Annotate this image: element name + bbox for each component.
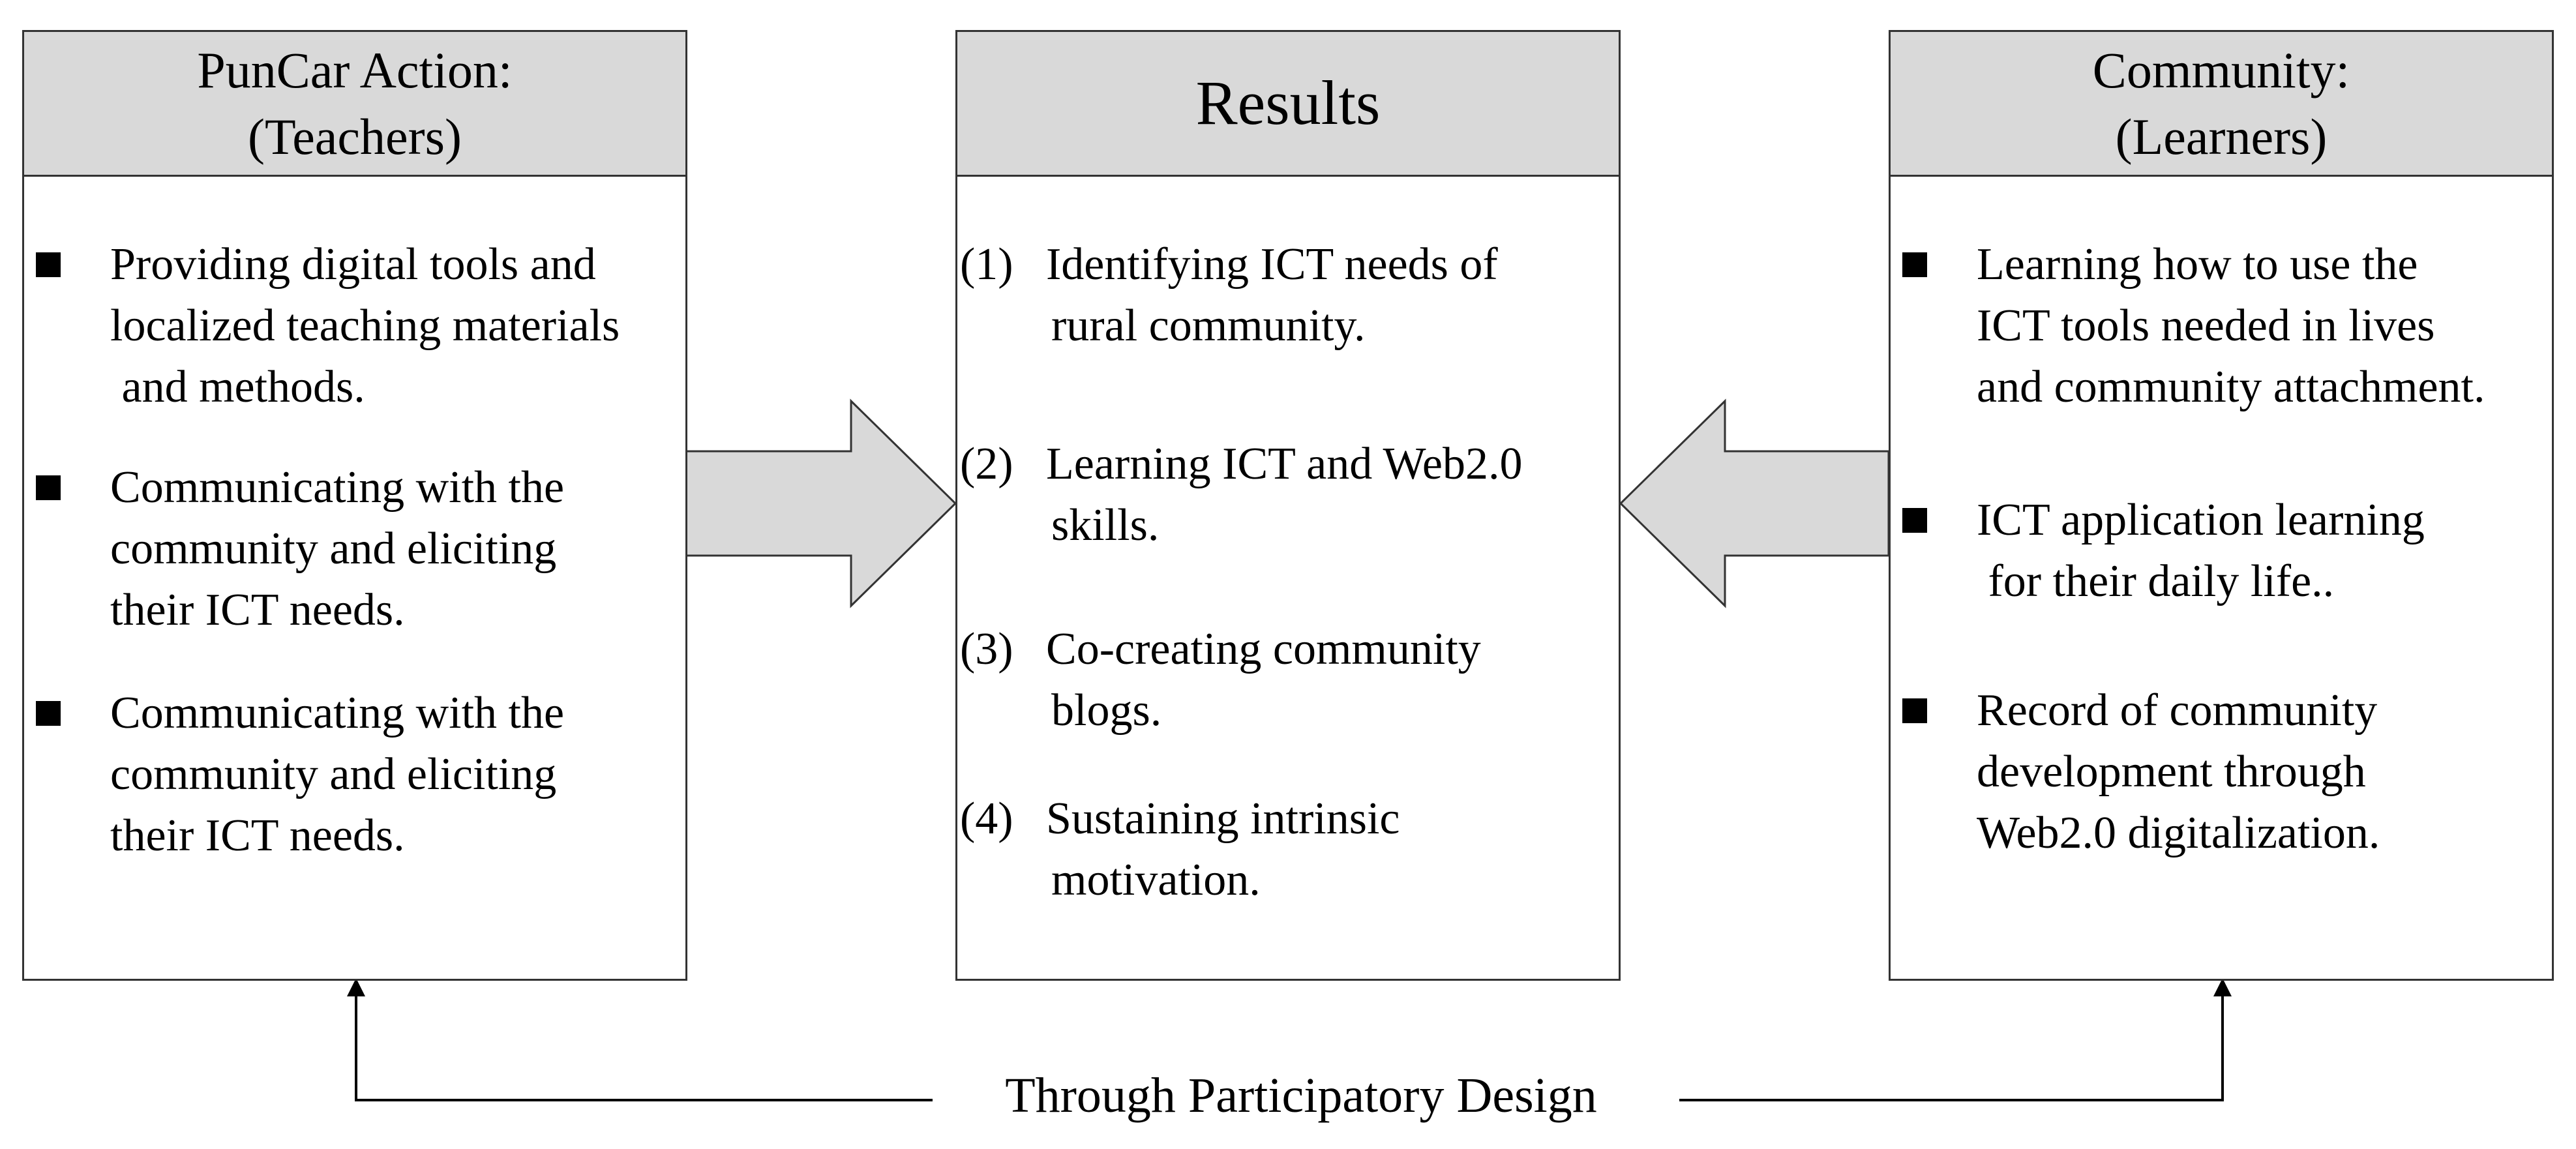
- feedback-line-left: [355, 991, 933, 1101]
- results-box: Results (1) Identifying ICT needs of rur…: [955, 30, 1621, 981]
- arrow-left-to-results: [685, 398, 957, 608]
- results-number-1: (1): [960, 239, 1013, 290]
- results-item-4: Sustaining intrinsic motivation.: [1046, 794, 1400, 905]
- feedback-line-right: [1679, 991, 2224, 1101]
- arrowhead-up-left: [347, 978, 365, 996]
- results-item-1: Identifying ICT needs of rural community…: [1046, 239, 1498, 351]
- participatory-design-caption: Through Participatory Design: [933, 1063, 1670, 1128]
- learners-item-2: ICT application learning for their daily…: [1977, 495, 2425, 606]
- learners-box-header: Community: (Learners): [1891, 32, 2552, 177]
- results-number-3: (3): [960, 624, 1013, 674]
- results-title: Results: [1195, 68, 1381, 138]
- learners-item-3: Record of community development through …: [1977, 685, 2380, 858]
- bullet-icon: [1902, 252, 1927, 277]
- learners-title-line1: Community:: [2092, 42, 2350, 99]
- results-item-3: Co-creating community blogs.: [1046, 624, 1481, 736]
- teachers-item-1: Providing digital tools and localized te…: [110, 239, 620, 412]
- results-number-2: (2): [960, 439, 1013, 489]
- bullet-icon: [1902, 698, 1927, 723]
- bullet-icon: [36, 252, 61, 277]
- bullet-icon: [36, 475, 61, 500]
- teachers-title-line1: PunCar Action:: [197, 42, 513, 99]
- results-box-header: Results: [957, 32, 1619, 177]
- teachers-box-header: PunCar Action: (Teachers): [24, 32, 685, 177]
- learners-item-1: Learning how to use the ICT tools needed…: [1977, 239, 2485, 412]
- teachers-box: PunCar Action: (Teachers) Providing digi…: [22, 30, 687, 981]
- arrow-right-to-results: [1619, 398, 1890, 608]
- bullet-icon: [1902, 508, 1927, 533]
- learners-box: Community: (Learners) Learning how to us…: [1889, 30, 2554, 981]
- results-number-4: (4): [960, 794, 1013, 844]
- teachers-item-3: Communicating with the community and eli…: [110, 688, 565, 861]
- teachers-item-2: Communicating with the community and eli…: [110, 462, 565, 635]
- teachers-title-line2: (Teachers): [248, 108, 462, 165]
- bullet-icon: [36, 701, 61, 726]
- learners-title-line2: (Learners): [2115, 108, 2328, 165]
- arrowhead-up-right: [2213, 978, 2232, 996]
- results-item-2: Learning ICT and Web2.0 skills.: [1046, 439, 1523, 550]
